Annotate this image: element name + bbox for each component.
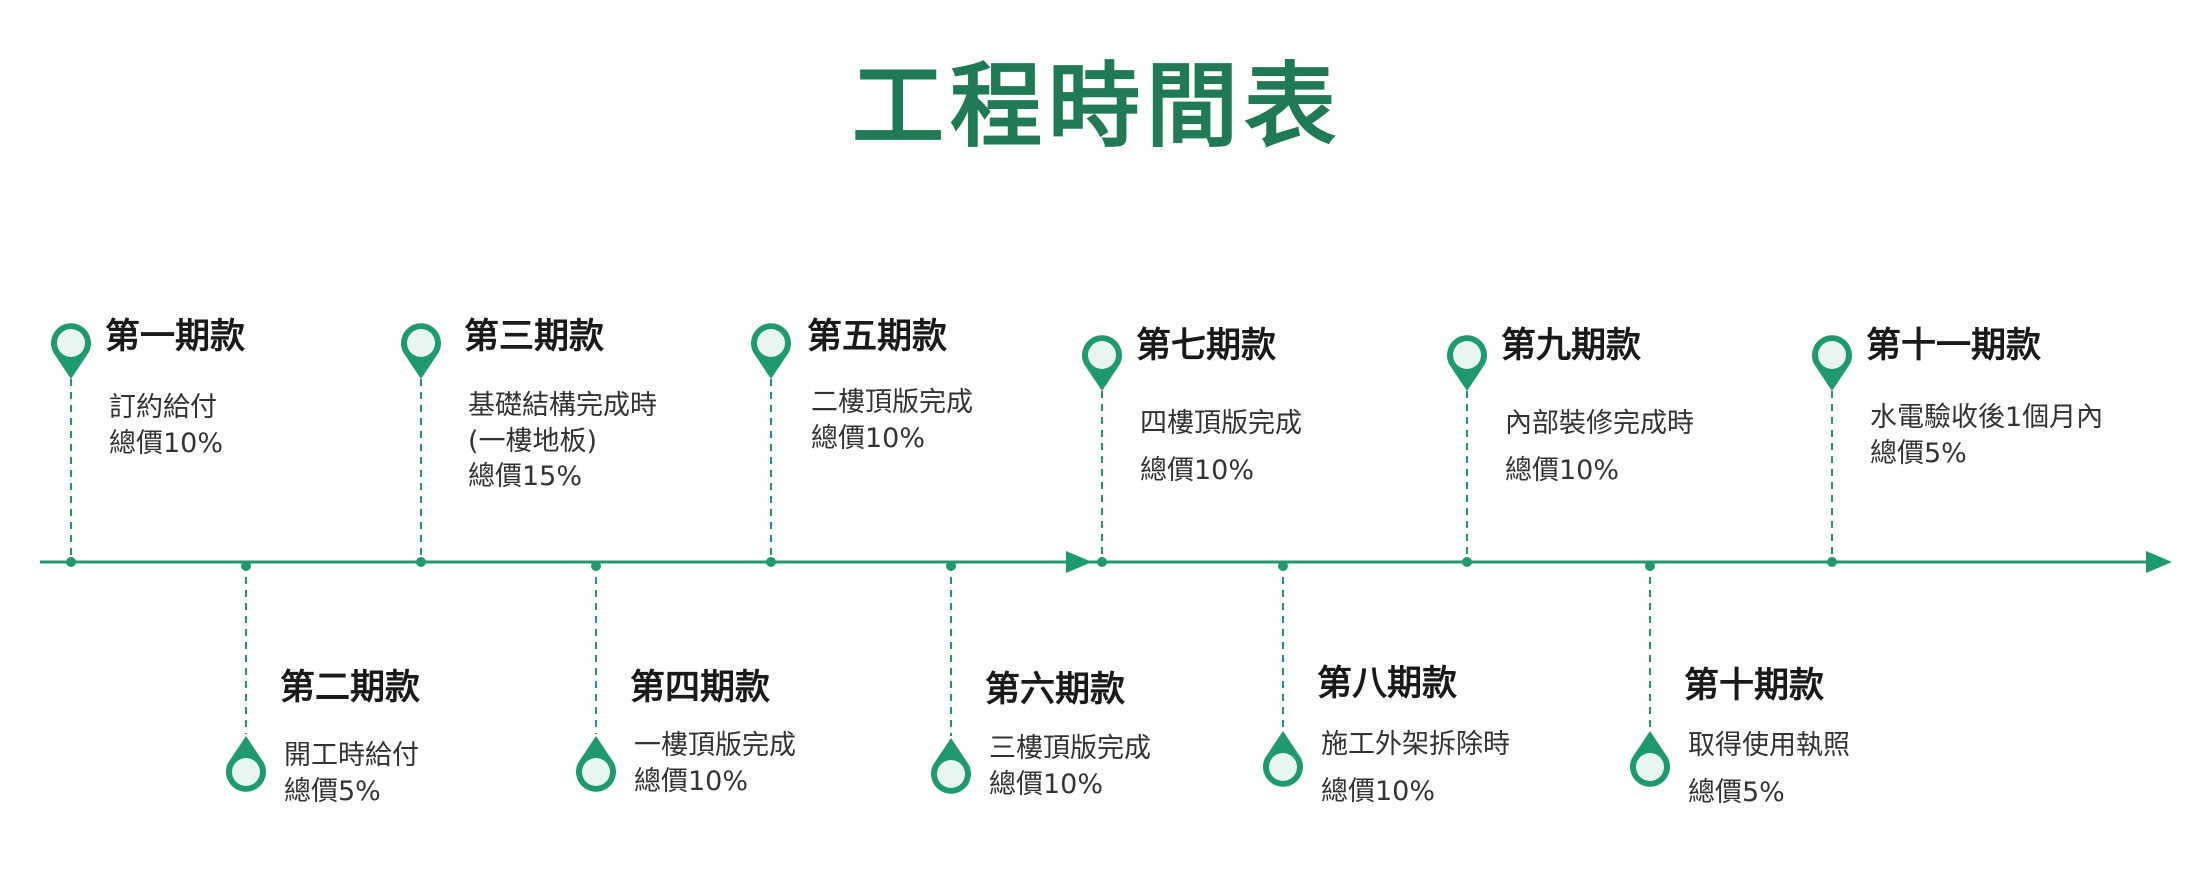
axis-dot [1097,557,1107,567]
axis-dot [241,561,251,571]
milestone-title: 第六期款 [985,670,1126,710]
milestone-description: 四樓頂版完成 總價10% [1140,408,1302,487]
milestone-title: 第三期款 [464,317,605,357]
axis-dot [1827,557,1837,567]
map-pin-inner [582,758,610,786]
axis-dot [1462,557,1472,567]
map-pin-inner [407,329,435,357]
milestone-title: 第十一期款 [1866,326,2042,366]
milestone-description: 內部裝修完成時 總價10% [1505,408,1694,487]
milestone-description: 三樓頂版完成 總價10% [989,733,1151,800]
map-pin-inner [1088,341,1116,369]
milestone-title: 第二期款 [280,668,421,708]
map-pin-inner [1453,341,1481,369]
map-pin-inner [1269,753,1297,781]
page-title: 工程時間表 [851,53,1342,160]
map-pin-inner [1636,753,1664,781]
axis-dot [1278,561,1288,571]
end-arrow-icon [2146,551,2172,573]
axis-dot [946,561,956,571]
milestone-title: 第七期款 [1136,326,1277,366]
map-pin-inner [757,329,785,357]
map-pin-inner [1818,341,1846,369]
milestone-title: 第九期款 [1501,326,1642,366]
axis-dot [766,557,776,567]
milestone-title: 第一期款 [105,317,246,357]
milestone-title: 第四期款 [630,668,771,708]
milestone-description: 開工時給付 總價5% [284,740,419,807]
milestone-description: 施工外架拆除時 總價10% [1321,729,1510,808]
milestone-description: 二樓頂版完成 總價10% [811,387,973,454]
mid-arrow-icon [1066,551,1092,573]
milestone-title: 第八期款 [1317,664,1458,704]
map-pin-inner [57,329,85,357]
milestone-description: 水電驗收後1個月內 總價5% [1870,402,2104,469]
axis-dot [1645,561,1655,571]
axis-dot [416,557,426,567]
milestone-description: 一樓頂版完成 總價10% [634,730,796,797]
map-pin-inner [937,760,965,788]
milestone-title: 第十期款 [1684,666,1825,706]
axis-dot [66,557,76,567]
map-pin-inner [232,758,260,786]
milestone-description: 基礎結構完成時 (一樓地板) 總價15% [468,390,657,493]
milestone-description: 訂約給付 總價10% [109,392,224,459]
milestone-description: 取得使用執照 總價5% [1688,730,1850,809]
milestone-title: 第五期款 [807,317,948,357]
axis-dot [591,561,601,571]
